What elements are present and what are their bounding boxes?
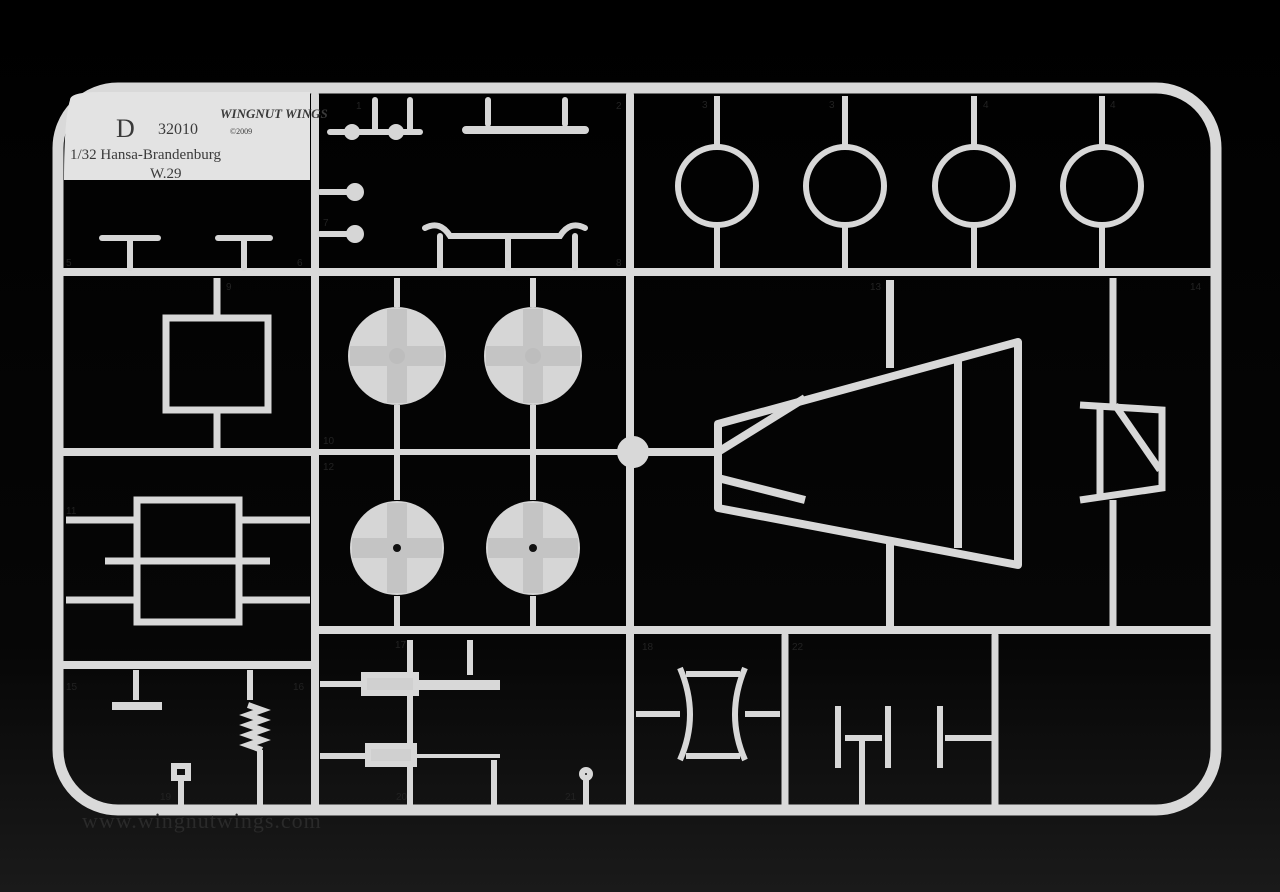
part-number-20: 20: [396, 792, 408, 803]
part-number-2: 2: [616, 101, 622, 112]
part-18-frame: [636, 666, 780, 762]
part-number-3b: 3: [829, 100, 835, 111]
brand-logo: WINGNUT WINGS: [220, 106, 328, 121]
part-number-22: 22: [792, 642, 804, 653]
kit-model: W.29: [150, 166, 182, 182]
part-number-12: 12: [323, 462, 335, 473]
part-number-14: 14: [1190, 282, 1202, 293]
watermark-text: www.wingnutwings.com: [82, 808, 322, 833]
part-14-frame: [1079, 278, 1166, 626]
sprue-label-tab: [64, 92, 310, 180]
part-number-13: 13: [870, 282, 882, 293]
kit-number: 32010: [158, 121, 198, 138]
copyright-text: ©2009: [230, 127, 252, 136]
part-number-3a: 3: [702, 100, 708, 111]
part-13-frame: [617, 280, 1022, 626]
part-number-4a: 4: [983, 100, 989, 111]
part-number-10: 10: [323, 436, 335, 447]
gun-parts: [320, 640, 500, 805]
part-number-18: 18: [642, 642, 654, 653]
parts-group-1-2: [99, 97, 589, 271]
part-number-8: 8: [616, 258, 622, 269]
part-number-9: 9: [226, 282, 232, 293]
part-number-17: 17: [395, 640, 407, 651]
part-number-4b: 4: [1110, 100, 1116, 111]
part-number-19: 19: [160, 792, 172, 803]
ring-parts: [675, 96, 1144, 268]
part-number-7: 7: [323, 218, 329, 229]
sprue-outer-frame: [52, 82, 1222, 816]
wheel-parts: [348, 278, 582, 626]
part-number-15: 15: [66, 682, 78, 693]
part-number-6: 6: [297, 258, 303, 269]
part-number-5: 5: [66, 258, 72, 269]
part-9-frame: [162, 278, 272, 448]
part-number-11: 11: [66, 506, 77, 517]
part-number-1: 1: [356, 101, 362, 112]
parts-group-15-16-19-21: [112, 670, 593, 805]
kit-title: 1/32 Hansa-Brandenburg: [70, 147, 221, 163]
sprue-letter: D: [116, 114, 135, 143]
part-22-frame: [835, 706, 992, 805]
part-number-16: 16: [293, 682, 305, 693]
part-number-labels: 1 2 3 3 4 4 5 6 7 8 9 10 11 12 13 14 15 …: [66, 100, 1202, 803]
part-11-frame: [66, 496, 310, 626]
part-number-21: 21: [565, 792, 577, 803]
